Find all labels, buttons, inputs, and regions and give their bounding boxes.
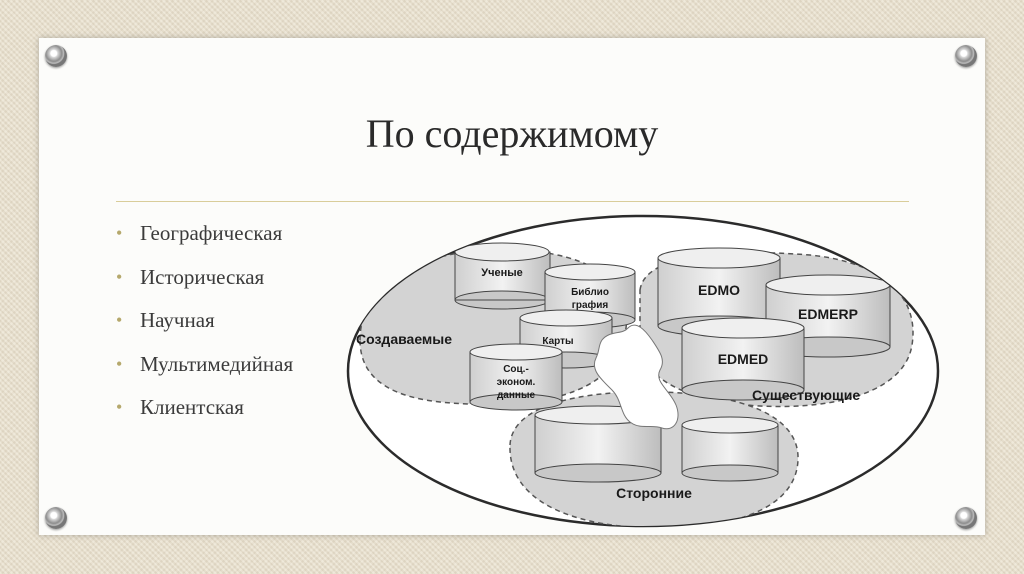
cylinder-scientists: Ученые (454, 242, 551, 310)
cylinder-edmed: EDMED (681, 317, 805, 401)
bullet-icon: • (116, 397, 123, 417)
bullet-icon: • (116, 310, 123, 330)
pin-bottom-left-icon (45, 507, 67, 529)
bullet-item: •Географическая (116, 218, 293, 262)
data-sources-diagram: Ученые Библио графия Карты Соц.- эконом.… (346, 214, 940, 528)
label-third-party: Сторонние (616, 485, 692, 501)
label-edmo: EDMO (698, 282, 740, 298)
label-bibliography-1: Библио (571, 286, 609, 298)
bullet-list: •Географическая •Историческая •Научная •… (116, 218, 293, 436)
map-shape (594, 324, 679, 430)
title-divider (116, 201, 909, 202)
bullet-item: •Клиентская (116, 392, 293, 436)
bullet-item: •Историческая (116, 262, 293, 306)
bullet-icon: • (116, 266, 123, 287)
label-scientists: Ученые (481, 267, 523, 279)
label-socio-1: Соц.- (503, 364, 529, 375)
label-created: Создаваемые (356, 331, 452, 347)
bullet-item: •Мультимедийная (116, 349, 293, 393)
cylinder-third-party-2 (681, 416, 779, 482)
cylinder-socioeconomic: Соц.- эконом. данные (469, 343, 563, 411)
label-socio-3: данные (497, 390, 536, 401)
pin-top-left-icon (45, 45, 67, 67)
bullet-icon: • (116, 353, 123, 374)
label-edmerp: EDMERP (798, 306, 858, 322)
pin-bottom-right-icon (955, 507, 977, 529)
pin-top-right-icon (955, 45, 977, 67)
label-existing: Существующие (752, 387, 860, 403)
label-edmed: EDMED (718, 351, 769, 367)
label-socio-2: эконом. (497, 377, 536, 388)
label-bibliography-2: графия (572, 299, 609, 311)
slide-title: По содержимому (365, 111, 659, 156)
label-maps: Карты (542, 336, 573, 347)
bullet-icon: • (116, 223, 123, 243)
bullet-item: •Научная (116, 305, 293, 349)
